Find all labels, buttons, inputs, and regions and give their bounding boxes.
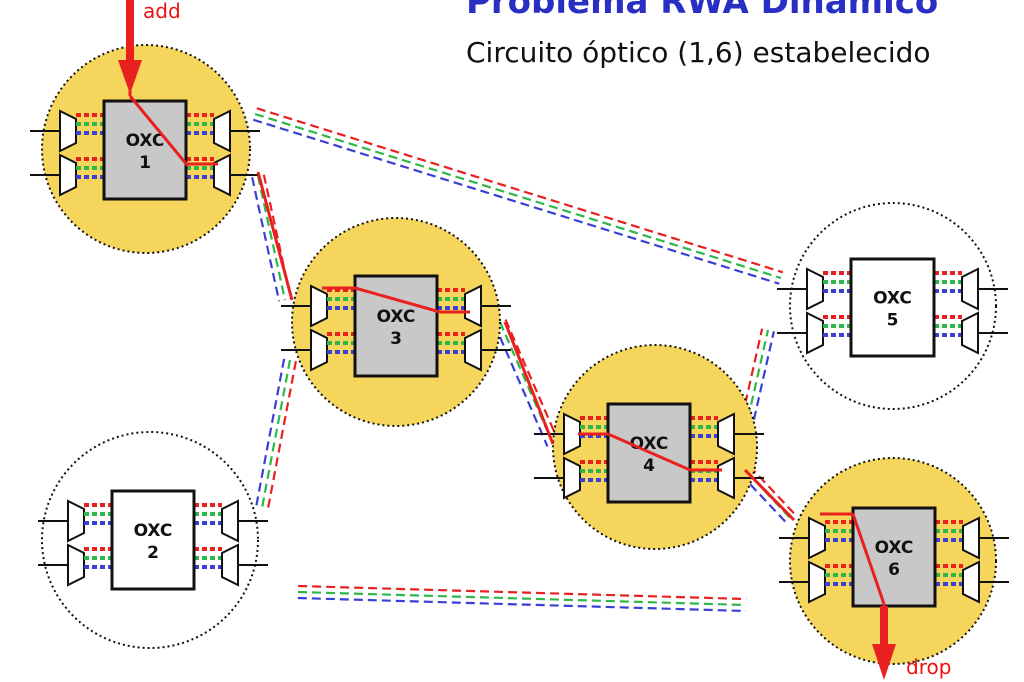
oxc-number: 4 [643,456,655,476]
link-3-2 [255,358,297,510]
oxc-number: 5 [887,311,899,331]
circuit-segment [607,432,691,472]
link-lambda [749,331,775,434]
oxc-label: OXC [134,521,173,541]
link-1-3 [251,174,292,302]
add-arrow-head [118,60,142,94]
page-subtitle: Circuito óptico (1,6) estabelecido [466,36,931,69]
link-lambda [260,359,292,509]
link-lambda [298,584,747,601]
oxc-box [110,489,196,591]
mux-icon [563,456,581,500]
circuit-segment [743,468,796,522]
link-lambda [493,323,549,447]
circuit-segment [128,95,190,167]
mux-icon [806,311,824,355]
oxc-box [851,506,937,608]
oxc-box [849,257,936,358]
mux-icon [717,456,735,500]
oxc-label: OXC [377,307,416,327]
mux-icon [59,109,77,153]
circuit-segment [851,513,886,605]
link-2-6 [297,584,747,613]
mux-icon [213,153,231,197]
mux-icon [310,284,328,328]
oxc-label: OXC [126,131,165,151]
link-lambda [748,465,798,517]
link-1-5 [252,107,784,285]
mux-icon [962,560,980,604]
mux-icon [806,267,824,311]
mux-icon [961,311,979,355]
link-lambda [256,175,287,301]
link-lambda [251,177,281,302]
circuit-layer [118,0,896,680]
drop-label: drop [906,655,951,679]
mux-icon [808,516,826,560]
drop-arrow-shaft [880,606,888,646]
mux-icon [221,499,239,543]
drop-arrow-head [872,644,896,680]
link-lambda [255,358,286,508]
circuit-segment [256,171,294,301]
mux-icon [961,267,979,311]
link-lambda [498,321,555,445]
oxc-number: 2 [147,543,159,563]
mux-icon [67,499,85,543]
circuit-segment [354,286,441,314]
mux-icon [221,543,239,587]
link-lambda [297,596,746,613]
oxc-number: 6 [888,560,900,580]
mux-icon [717,412,735,456]
add-label: add [143,0,181,23]
labels-layer: add drop [143,0,951,679]
page-title: Problema RWA Dinâmico [466,0,939,22]
link-lambda [254,112,782,280]
link-lambda [739,473,789,525]
mux-icon [67,543,85,587]
link-lambda [256,107,784,274]
mux-icon [59,153,77,197]
oxc-label: OXC [873,289,912,309]
mux-icon [563,412,581,456]
circuit-segment [503,321,555,445]
mux-icon [310,328,328,372]
mux-icon [464,284,482,328]
add-arrow-shaft [126,0,134,62]
mux-icon [808,560,826,604]
mux-icon [213,109,231,153]
oxc-number: 1 [139,153,151,173]
oxc-label: OXC [875,538,914,558]
oxc-number: 3 [390,329,402,349]
link-lambda [504,319,560,443]
link-lambda [252,118,780,285]
link-lambda [297,590,747,607]
oxc-box [102,99,188,201]
link-lambda [266,360,297,510]
mux-icon [464,328,482,372]
mux-icon [962,516,980,560]
link-3-4 [493,319,560,447]
